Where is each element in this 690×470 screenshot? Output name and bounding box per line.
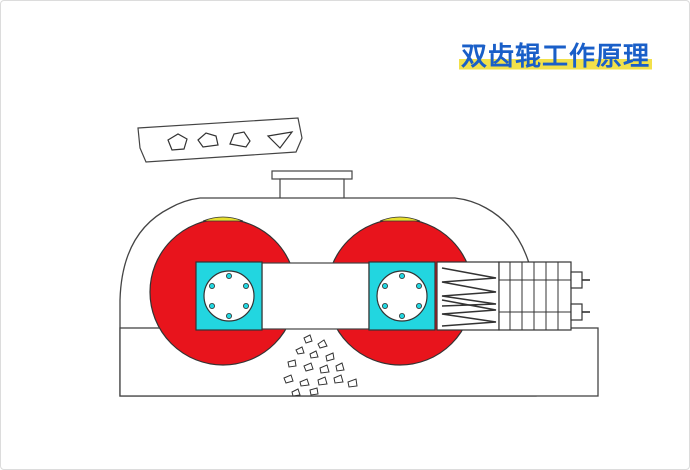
material-rounded — [229, 131, 251, 148]
upper-bolt-nut — [570, 271, 583, 289]
left-hub — [195, 261, 263, 331]
material-triangle — [266, 131, 294, 149]
feed-chute — [137, 117, 303, 163]
right-wear-strip — [379, 216, 421, 222]
center-frame — [261, 262, 370, 330]
left-wear-strip — [202, 216, 244, 222]
upper-spring — [441, 267, 497, 307]
crushed-material — [283, 334, 358, 397]
diagram-title: 双齿辊工作原理 — [458, 36, 652, 73]
lower-spring — [441, 299, 497, 327]
lower-bolt-nut — [570, 303, 583, 321]
material-pentagon — [167, 133, 188, 151]
spring-assembly — [436, 261, 590, 331]
feed-inlet — [271, 170, 353, 201]
material-polygon — [197, 132, 219, 148]
right-hub — [368, 261, 436, 331]
